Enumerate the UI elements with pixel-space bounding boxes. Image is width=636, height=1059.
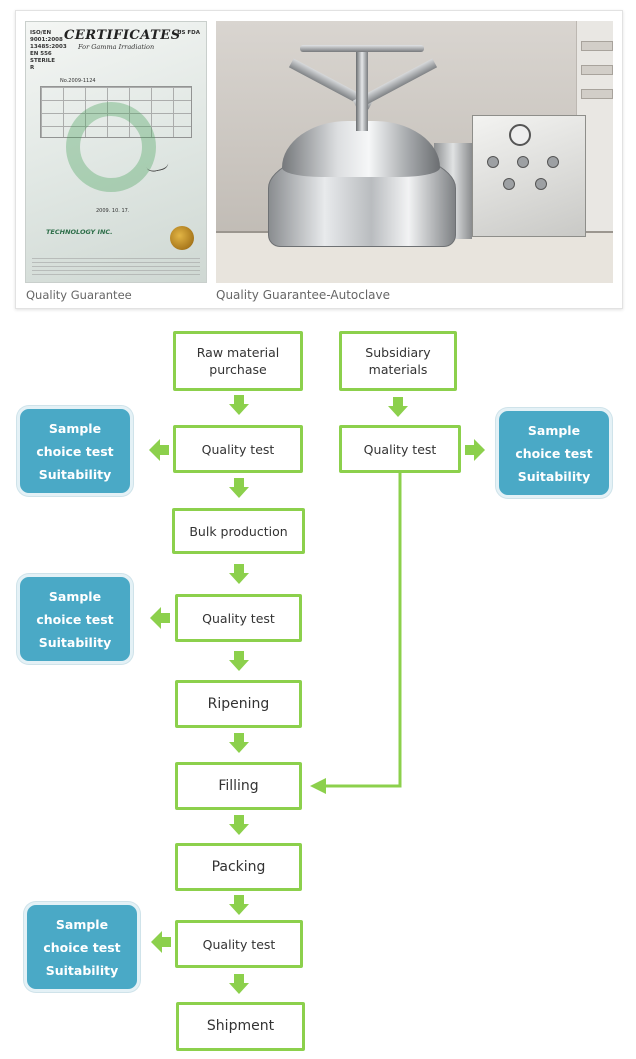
step-bulk-production: Bulk production	[172, 508, 305, 554]
arrow-left-icon	[150, 607, 170, 629]
certificate-marks-right: US FDA	[177, 30, 200, 36]
step-subsidiary-materials: Subsidiary materials	[339, 331, 457, 391]
arrow-down-icon	[229, 895, 249, 915]
step-packing: Packing	[175, 843, 302, 891]
step-quality-test-packing: Quality test	[175, 920, 303, 968]
step-quality-test-bulk: Quality test	[175, 594, 302, 642]
step-quality-test-subsidiary: Quality test	[339, 425, 461, 473]
gold-seal-icon	[170, 226, 194, 250]
arrow-left-icon	[149, 439, 169, 461]
step-filling: Filling	[175, 762, 302, 810]
caption-autoclave: Quality Guarantee-Autoclave	[216, 288, 391, 302]
knob-icon	[487, 156, 499, 168]
certificate-photo: ISO/EN 9001:2008 13485:2003 EN 556 STERI…	[25, 21, 207, 283]
arrow-down-icon	[388, 397, 408, 417]
sample-note: Sample choice test Suitability	[24, 902, 140, 992]
arrow-left-icon	[310, 778, 326, 794]
caption-quality-guarantee: Quality Guarantee	[26, 288, 132, 302]
sample-note: Sample choice test Suitability	[17, 574, 133, 664]
arrow-down-icon	[229, 564, 249, 584]
arrow-down-icon	[229, 974, 249, 994]
certificate-subtitle: For Gamma Irradiation	[78, 43, 155, 51]
certificate-date: 2009. 10. 17.	[96, 208, 130, 214]
certificate-number: No.2009-1124	[60, 78, 96, 84]
certificate-company: TECHNOLOGY INC.	[46, 228, 113, 236]
arrow-down-icon	[229, 815, 249, 835]
control-panel	[472, 115, 586, 237]
arrow-down-icon	[229, 478, 249, 498]
knob-icon	[535, 178, 547, 190]
photo-strip: ISO/EN 9001:2008 13485:2003 EN 556 STERI…	[15, 10, 623, 309]
step-raw-material-purchase: Raw material purchase	[173, 331, 303, 391]
knob-icon	[547, 156, 559, 168]
step-shipment: Shipment	[176, 1002, 305, 1051]
autoclave-photo	[216, 21, 613, 283]
arrow-right-icon	[465, 439, 485, 461]
knob-icon	[517, 156, 529, 168]
arrow-left-icon	[151, 931, 171, 953]
knob-icon	[503, 178, 515, 190]
sample-note: Sample choice test Suitability	[17, 406, 133, 496]
connector-line	[324, 470, 402, 788]
clamp-screw	[356, 45, 368, 131]
certificate-marks-left: ISO/EN 9001:2008 13485:2003 EN 556 STERI…	[30, 30, 67, 71]
arrow-down-icon	[229, 395, 249, 415]
certificate-title: CERTIFICATES	[64, 28, 181, 43]
arrow-down-icon	[229, 651, 249, 671]
arrow-down-icon	[229, 733, 249, 753]
clamp-handle	[300, 45, 424, 52]
step-ripening: Ripening	[175, 680, 302, 728]
sample-note: Sample choice test Suitability	[496, 408, 612, 498]
gauge-icon	[509, 124, 531, 146]
step-quality-test-raw: Quality test	[173, 425, 303, 473]
certificate-footnotes	[32, 258, 200, 276]
